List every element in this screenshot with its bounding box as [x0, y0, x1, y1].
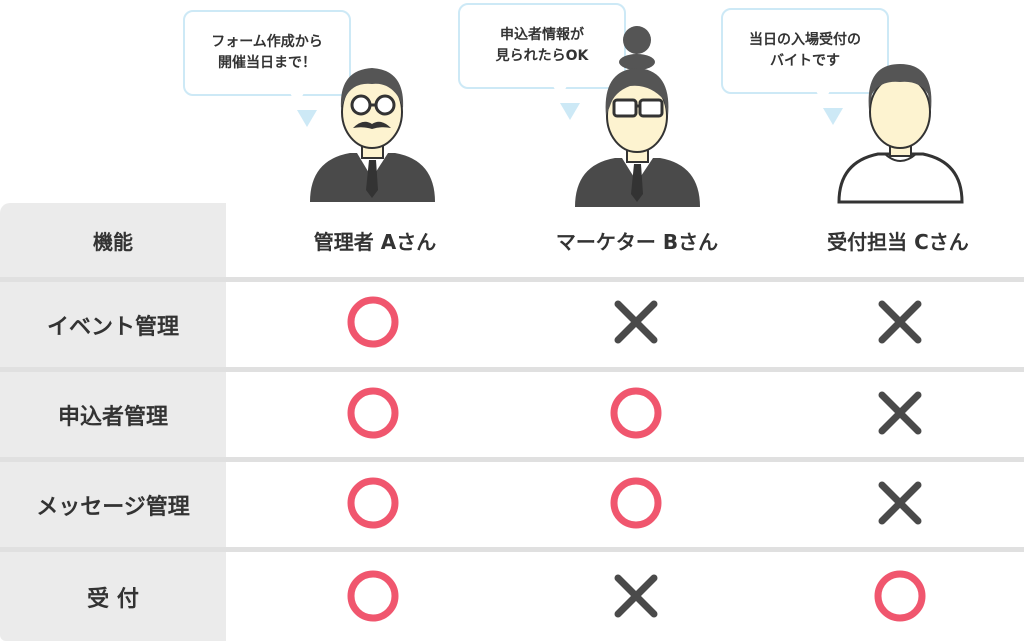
person-a-icon — [310, 68, 435, 202]
row-divider-2 — [0, 457, 1024, 462]
cross-mark-icon-r4-c2 — [614, 574, 658, 618]
row-label-1: イベント管理 — [46, 314, 179, 340]
circle-mark-icon-r1-c1 — [347, 296, 399, 348]
header-divider — [0, 277, 1024, 282]
speech-bubble-c: 当日の入場受付の バイトです — [721, 8, 889, 125]
circle-mark-icon-r3-c1 — [347, 477, 399, 529]
header-label: 機能 — [93, 229, 133, 254]
row-label-cell-2: 申込者管理 — [0, 372, 226, 457]
bubble-b-line-1: 申込者情報が — [500, 27, 584, 43]
bubble-a-line-2: 開催当日まで！ — [218, 55, 316, 71]
cross-mark-icon-r1-c3 — [878, 300, 922, 344]
bubble-b-line-2: 見られたらOK — [495, 48, 589, 64]
row-divider-1 — [0, 367, 1024, 372]
cross-mark-icon-r2-c3 — [878, 391, 922, 435]
row-label-2: 申込者管理 — [57, 404, 168, 430]
circle-mark-icon-r2-c2 — [610, 387, 662, 439]
circle-mark-icon-r4-c1 — [347, 570, 399, 622]
circle-mark-icon-r4-c3 — [874, 570, 926, 622]
row-label-cell-3: メッセージ管理 — [0, 462, 226, 547]
header-label-cell: 機能 — [0, 203, 226, 277]
row-divider-3 — [0, 547, 1024, 552]
row-label-cell-4: 受 付 — [0, 552, 226, 641]
bubble-c-line-1: 当日の入場受付の — [749, 32, 861, 48]
persona-name-c: 受付担当 Cさん — [827, 230, 969, 254]
cross-mark-icon-r1-c2 — [614, 300, 658, 344]
circle-mark-icon-r3-c2 — [610, 477, 662, 529]
speech-bubble-b: 申込者情報が 見られたらOK — [458, 3, 626, 120]
person-c-icon — [837, 64, 964, 204]
speech-bubble-a: フォーム作成から 開催当日まで！ — [183, 10, 351, 127]
persona-name-a: 管理者 Aさん — [313, 230, 437, 254]
bubble-a-line-1: フォーム作成から — [211, 34, 323, 50]
circle-mark-icon-r2-c1 — [347, 387, 399, 439]
bubble-c-line-2: バイトです — [770, 53, 840, 69]
row-label-3: メッセージ管理 — [36, 494, 190, 520]
row-label-cell-1: イベント管理 — [0, 282, 226, 367]
persona-name-b: マーケター Bさん — [555, 230, 719, 254]
person-b-icon — [575, 26, 700, 207]
row-label-4: 受 付 — [87, 586, 139, 612]
cross-mark-icon-r3-c3 — [878, 481, 922, 525]
